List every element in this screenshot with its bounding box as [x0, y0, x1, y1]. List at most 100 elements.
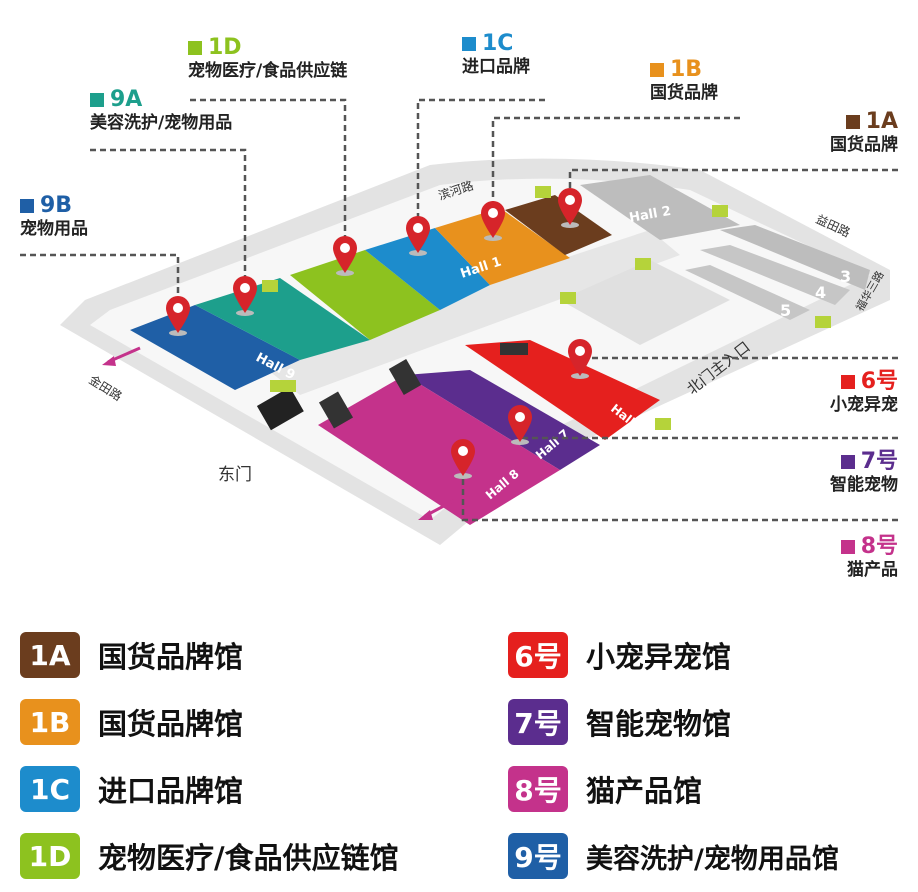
legend-badge: 8号	[508, 766, 568, 812]
stairs-icon	[500, 343, 528, 355]
hall-1b-area	[435, 208, 570, 285]
hall-5-area	[685, 265, 810, 320]
callout-name: 国货品牌	[650, 83, 718, 103]
legend-badge: 1B	[20, 699, 80, 745]
callout-1c: 1C 进口品牌	[462, 32, 530, 78]
hall-1a-area	[505, 195, 612, 255]
kiosk-icon	[635, 258, 651, 270]
kiosk-icon	[560, 292, 576, 304]
legend-label: 智能宠物馆	[586, 707, 732, 741]
callout-name: 国货品牌	[830, 135, 898, 155]
kiosk-icon	[262, 280, 278, 292]
hall-3-label: 3	[840, 267, 851, 286]
callout-name: 小宠异宠	[830, 395, 898, 415]
hall-2-label: Hall 2	[628, 204, 672, 226]
callout-code: 1B	[670, 57, 703, 82]
legend-label: 猫产品馆	[586, 774, 703, 808]
stairs-icon	[318, 391, 354, 429]
hall-8-area	[318, 375, 560, 525]
hall-7-area	[405, 370, 600, 470]
hall-2-area	[580, 175, 740, 240]
legend-label: 国货品牌馆	[98, 640, 244, 674]
legend-badge: 1A	[20, 632, 80, 678]
kiosk-icon	[655, 418, 671, 430]
north-gate-plaza	[560, 260, 730, 345]
square-icon	[188, 41, 202, 55]
callout-1b: 1B 国货品牌	[650, 58, 718, 104]
callout-code: 1A	[865, 109, 898, 134]
callout-code: 1D	[208, 35, 242, 60]
hall-6-area	[465, 340, 660, 440]
legend-label: 美容洗护/宠物用品馆	[586, 843, 839, 875]
square-icon	[845, 115, 860, 129]
callout-1d: 1D 宠物医疗/食品供应链	[188, 36, 347, 82]
legend-item-9: 9号 美容洗护/宠物用品馆	[508, 833, 839, 879]
stairs-icon	[256, 387, 304, 431]
kiosk-icon	[535, 186, 551, 198]
legend-label: 进口品牌馆	[98, 774, 244, 808]
hall-4-area	[700, 245, 850, 305]
callout-name: 猫产品	[847, 560, 898, 580]
callout-code: 1C	[482, 31, 514, 56]
square-icon	[90, 93, 104, 107]
callout-name: 宠物医疗/食品供应链	[188, 61, 348, 81]
kiosk-icon	[815, 316, 831, 328]
callout-code: 8号	[860, 534, 898, 559]
hall-1c-area	[365, 228, 490, 310]
stairs-icon	[388, 359, 422, 395]
square-icon	[20, 199, 34, 213]
callout-name: 宠物用品	[20, 219, 88, 239]
callout-6: 6号 小宠异宠	[830, 370, 898, 416]
legend-item-6: 6号 小宠异宠馆	[508, 632, 731, 678]
venue-map: Hall 9 Hall 1 Hall 2 3 4 5 Hall 6 Hall 7…	[20, 98, 898, 546]
callout-8: 8号 猫产品	[840, 534, 898, 581]
kiosk-icon	[270, 380, 296, 392]
legend-badge: 6号	[508, 632, 568, 678]
square-icon	[840, 540, 855, 554]
corridor	[255, 230, 680, 395]
callout-name: 美容洗护/宠物用品	[90, 113, 233, 133]
location-pin-icon	[451, 439, 475, 479]
callout-code: 9A	[110, 87, 143, 112]
callout-7: 7号 智能宠物	[830, 450, 898, 496]
hall-4-label: 4	[815, 283, 826, 302]
callout-code: 7号	[860, 449, 898, 474]
legend-badge: 9号	[508, 833, 568, 879]
legend-label: 小宠异宠馆	[586, 640, 732, 674]
location-pin-icon	[333, 236, 357, 276]
location-pin-icon	[568, 339, 592, 379]
location-pin-icon	[406, 216, 430, 256]
legend-badge: 1D	[20, 833, 80, 879]
square-icon	[462, 37, 476, 51]
square-icon	[840, 455, 855, 469]
entrance-arrow-icon	[102, 346, 141, 366]
hall-9b-area	[130, 305, 300, 390]
location-pin-icon	[166, 296, 190, 336]
legend-item-1c: 1C 进口品牌馆	[20, 766, 243, 812]
legend-item-1d: 1D 宠物医疗/食品供应链馆	[20, 833, 399, 879]
jintian-road-label: 金田路	[86, 372, 124, 404]
hall-1d-area	[290, 250, 440, 340]
location-pin-icon	[233, 276, 257, 316]
legend-badge: 7号	[508, 699, 568, 745]
legend-item-1b: 1B 国货品牌馆	[20, 699, 243, 745]
legend-item-1a: 1A 国货品牌馆	[20, 632, 243, 678]
callout-name: 智能宠物	[830, 475, 898, 495]
callout-name: 进口品牌	[462, 57, 530, 77]
callout-code: 9B	[40, 193, 73, 218]
square-icon	[650, 63, 664, 77]
callout-9b: 9B 宠物用品	[20, 194, 88, 240]
legend-item-7: 7号 智能宠物馆	[508, 699, 731, 745]
square-icon	[840, 375, 855, 389]
kiosk-icon	[712, 205, 728, 217]
location-pin-icon	[508, 405, 532, 445]
legend-label: 宠物医疗/食品供应链馆	[98, 841, 399, 875]
hall-5-label: 5	[780, 301, 791, 320]
legend-label: 国货品牌馆	[98, 707, 244, 741]
legend-item-8: 8号 猫产品馆	[508, 766, 702, 812]
callout-1a: 1A 国货品牌	[830, 110, 898, 156]
east-gate-label: 东门	[218, 465, 252, 485]
legend-badge: 1C	[20, 766, 80, 812]
callout-9a: 9A 美容洗护/宠物用品	[90, 88, 232, 134]
entrance-arrow-icon	[418, 498, 456, 520]
